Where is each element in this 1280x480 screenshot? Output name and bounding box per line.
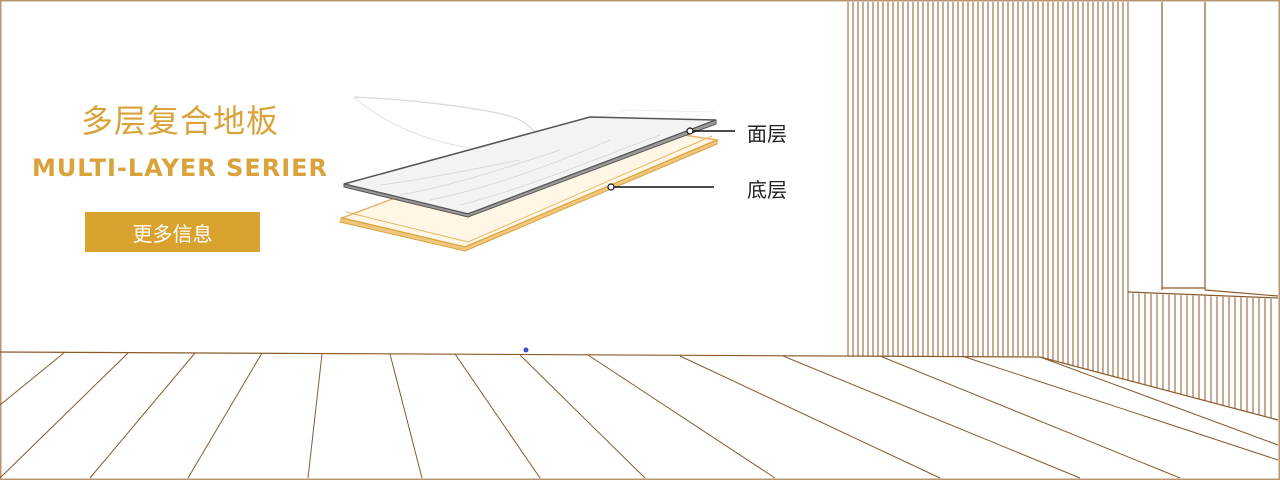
floor-marker-dot xyxy=(523,347,529,353)
hero-title-en: MULTI-LAYER SERIER xyxy=(31,154,329,182)
floor-plank-line xyxy=(587,354,776,479)
bottom-layer-edge xyxy=(339,139,718,252)
bottom-layer-label: 底层 xyxy=(747,178,787,202)
wood-grain xyxy=(379,134,661,206)
floor-plank-line xyxy=(679,355,941,479)
callout-dot-top xyxy=(686,127,694,135)
bench-slats xyxy=(1132,293,1272,419)
floor-plank-line xyxy=(879,355,1181,479)
slat-wall xyxy=(847,2,1129,381)
floor-plank-line xyxy=(519,354,646,479)
floor-plank-line xyxy=(0,351,66,406)
floor-plank-line xyxy=(454,353,541,479)
hero-title-cn: 多层复合地板 xyxy=(80,102,279,140)
callout-dot-bottom xyxy=(607,183,615,191)
floor-plank-line xyxy=(964,356,1279,461)
floor-plank-line xyxy=(1039,356,1279,446)
peeling-film-edge xyxy=(353,96,471,149)
more-info-button[interactable]: 更多信息 xyxy=(85,212,260,252)
flooring-diagram xyxy=(339,96,735,252)
top-layer-label: 面层 xyxy=(747,122,787,146)
floor-plank-line xyxy=(89,352,196,479)
floor-plank-line xyxy=(307,353,323,479)
top-layer-edge xyxy=(343,119,717,218)
bottom-layer-line xyxy=(345,135,713,243)
floor-plank-line xyxy=(389,353,423,479)
floor-planks xyxy=(0,351,1279,479)
floor-plank-line xyxy=(782,355,1081,479)
floor-edge xyxy=(0,351,1279,421)
floor-plank-line xyxy=(0,352,129,479)
wall-panel xyxy=(1127,2,1279,299)
floor-plank-line xyxy=(187,352,263,479)
